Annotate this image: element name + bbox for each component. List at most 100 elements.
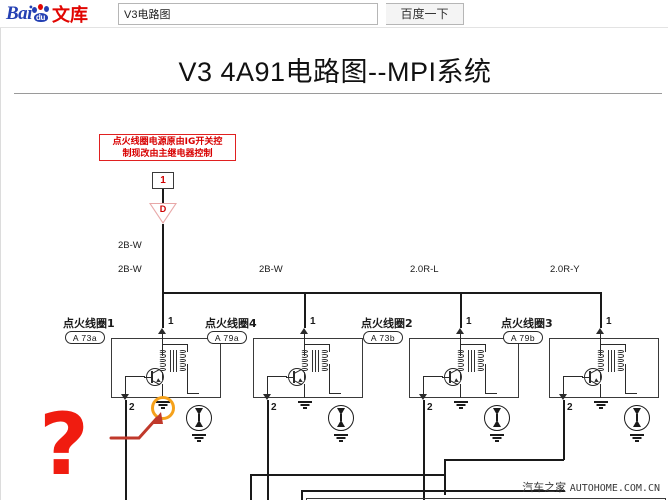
coil-4-name: 点火线圈4 (205, 317, 257, 330)
coil-4-primary-in (304, 334, 305, 356)
coil-3-spark-plug-icon (624, 405, 650, 431)
coil-1-primary-winding (159, 350, 166, 372)
search-button[interactable]: 百度一下 (386, 3, 464, 25)
wire-route-bottom-v1 (250, 474, 252, 500)
coil-3-block (549, 338, 659, 398)
coil-1-signal-wire (125, 400, 127, 500)
coil-2-secondary-out (485, 364, 486, 394)
logo-du-text: du (35, 13, 46, 22)
coil-4-pin-arrow-top (300, 328, 308, 334)
coil-2-base-lead (423, 376, 443, 377)
watermark-en: AUTOHOME.COM.CN (569, 483, 660, 494)
coil-2-pin-top: 1 (466, 316, 472, 327)
document-page: V3 4A91电路图--MPI系统 点火线圈电源原由IG开关控 制现改由主继电器… (0, 28, 668, 500)
coil-2-top-link-v (485, 344, 486, 352)
annotation-line-2: 制现改由主继电器控制 (122, 148, 213, 159)
coil-1-transistor-emitter (162, 384, 163, 398)
coil-1-primary-in (162, 334, 163, 356)
coil-3-transistor (582, 366, 604, 388)
coil-1-transistor (144, 366, 166, 388)
watermark-cn: 汽车之家 (522, 481, 567, 494)
coil-3-pin-bottom: 2 (567, 402, 573, 413)
coil-4-base-lead (267, 376, 287, 377)
baidu-wenku-logo[interactable]: Bai du 文库 (6, 2, 110, 26)
coil-2-primary-in (460, 334, 461, 356)
coil-4-signal-wire (267, 400, 269, 500)
coil-2-connector: A 73b (363, 331, 403, 344)
coil-4-transistor-collector (304, 372, 305, 380)
coil-3-signal-wire (563, 400, 565, 460)
wire-route-coil3-v (444, 459, 446, 495)
coil-4-secondary-out (329, 364, 330, 394)
coil-1-pin-bottom: 2 (129, 402, 135, 413)
page-title: V3 4A91电路图--MPI系统 (178, 57, 492, 87)
coil-1-top-link (162, 344, 188, 345)
coil-1-name: 点火线圈1 (63, 317, 115, 330)
wire-label-3: 2.0R-L (410, 264, 439, 275)
wire-label-4: 2.0R-Y (550, 264, 580, 275)
coil-4-core (311, 350, 319, 372)
wire-main-supply-vertical (162, 224, 164, 294)
coil-3-top-link (600, 344, 626, 345)
coil-1-secondary-out-h (187, 393, 199, 394)
coil-4-pin-arrow-bottom (263, 394, 271, 400)
coil-4-spark-plug-icon (328, 405, 354, 431)
wire-label-2: 2B-W (259, 264, 283, 275)
wire-label-1: 2B-W (118, 264, 142, 275)
coil-4-transistor-emitter (304, 384, 305, 398)
coil-3-pin-arrow-top (596, 328, 604, 334)
coil-1-core (169, 350, 177, 372)
coil-4-primary-winding (301, 350, 308, 372)
fuse-number-box: 1 (152, 172, 174, 189)
coil-3-core (607, 350, 615, 372)
baidu-paw-icon: du (31, 4, 51, 24)
coil-2-block (409, 338, 519, 398)
coil-3-transistor-emitter (600, 384, 601, 398)
coil-4-secondary-winding (321, 350, 328, 372)
coil-3-base-lead (563, 376, 583, 377)
coil-4-transistor (286, 366, 308, 388)
search-input[interactable] (118, 3, 378, 25)
coil-1-secondary-out (187, 364, 188, 394)
coil-2-top-link (460, 344, 486, 345)
coil-2-signal-wire (423, 400, 425, 500)
coil-4-secondary-out-h (329, 393, 341, 394)
instrument-block (306, 498, 666, 500)
annotation-line-1: 点火线圈电源原由IG开关控 (112, 136, 223, 147)
coil-4-top-link (304, 344, 330, 345)
coil-2-ground-icon (454, 401, 468, 410)
coil-4-connector: A 79a (207, 331, 247, 344)
coil-1-connector: A 73a (65, 331, 105, 344)
coil-3-secondary-winding (617, 350, 624, 372)
coil-3-plug-ground-icon (630, 434, 644, 443)
coil-1-top-link-v (187, 344, 188, 352)
coil-2-transistor-collector (460, 372, 461, 380)
coil-1-secondary-winding (179, 350, 186, 372)
wire-route-coil3-h (444, 459, 564, 461)
coil-3-ground-icon (594, 401, 608, 410)
wire-feed-coil-1 (162, 292, 164, 328)
coil-4-plug-ground-icon (334, 434, 348, 443)
coil-2-spark-plug-icon (484, 405, 510, 431)
coil-1-transistor-collector (162, 372, 163, 380)
coil-1-base-lead-v (125, 376, 126, 398)
coil-4-pin-top: 1 (310, 316, 316, 327)
wire-feed-coil-2 (460, 292, 462, 328)
coil-3-pin-arrow-bottom (559, 394, 567, 400)
coil-3-top-link-v (625, 344, 626, 352)
watermark: 汽车之家 AUTOHOME.COM.CN (522, 479, 660, 495)
coil-4-base-lead-v (267, 376, 268, 398)
coil-2-core (467, 350, 475, 372)
coil-2-pin-bottom: 2 (427, 402, 433, 413)
red-question-mark: ? (39, 395, 89, 495)
wire-feed-coil-4 (304, 292, 306, 328)
coil-3-secondary-out-h (625, 393, 637, 394)
coil-2-base-lead-v (423, 376, 424, 398)
coil-2-plug-ground-icon (490, 434, 504, 443)
coil-2-pin-arrow-top (456, 328, 464, 334)
coil-1-pin-top: 1 (168, 316, 174, 327)
coil-3-transistor-collector (600, 372, 601, 380)
wire-feed-coil-3 (600, 292, 602, 328)
coil-2-secondary-out-h (485, 393, 497, 394)
